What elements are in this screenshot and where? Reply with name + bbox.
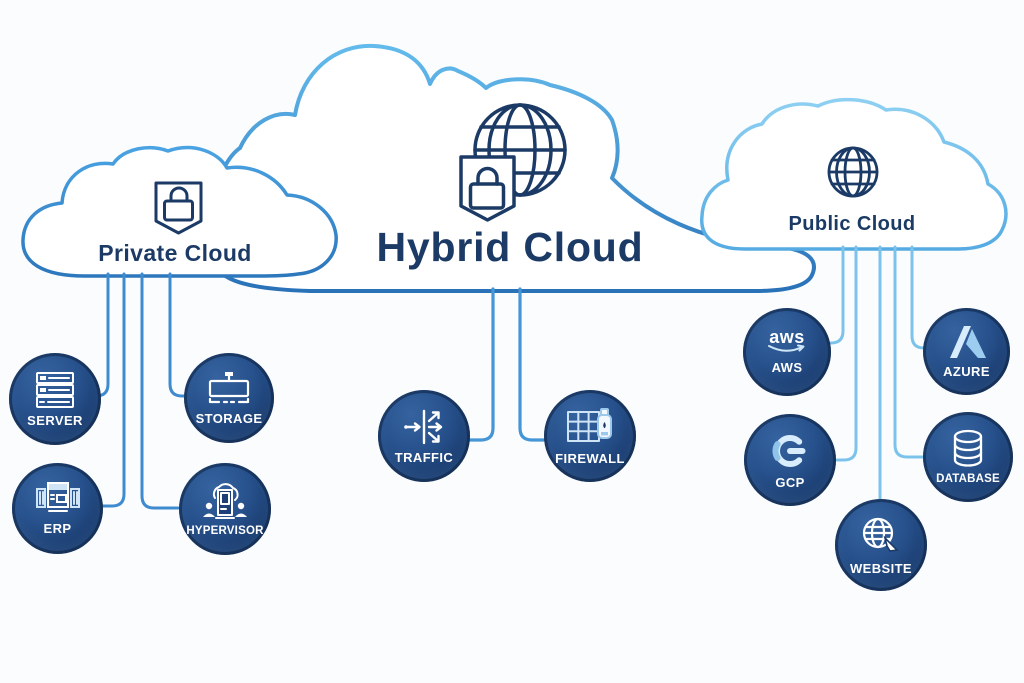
node-database: DATABASE [923,412,1013,502]
hybrid-cloud-connectors [468,287,546,442]
server-icon [36,371,74,408]
node-firewall: FIREWALL [544,390,636,482]
hypervisor-icon [203,483,247,519]
aws-logo-text: aws [769,326,805,347]
node-azure: AZURE [923,308,1010,395]
node-website: WEBSITE [835,499,927,591]
public-cloud-connectors [829,245,926,502]
node-label: HYPERVISOR [186,525,264,537]
node-label: SERVER [27,412,83,428]
erp-icon [35,482,80,512]
public-cloud-shape [700,97,1008,251]
private-cloud-title: Private Cloud [98,240,252,266]
globe-shield-lock-icon [459,103,567,222]
node-label: ERP [43,521,72,536]
node-label: GCP [775,474,805,490]
node-traffic: TRAFFIC [378,390,470,482]
globe-icon [827,146,879,198]
storage-icon [208,371,250,403]
aws-smile-arrow-icon [768,344,805,352]
private-cloud-connectors [95,272,187,510]
node-label: STORAGE [195,410,263,426]
database-icon [953,429,983,467]
node-label: AWS [771,359,803,375]
node-hypervisor: HYPERVISOR [179,463,271,555]
node-label: AZURE [943,364,990,379]
node-aws: aws AWS [743,308,831,396]
shield-lock-icon [154,181,203,235]
website-icon [862,517,899,552]
node-storage: STORAGE [184,353,274,443]
node-gcp: GCP [744,414,836,506]
node-label: TRAFFIC [394,449,454,465]
node-label: WEBSITE [849,560,913,576]
node-label: DATABASE [936,473,1000,485]
firewall-icon [567,407,612,442]
public-cloud-title: Public Cloud [788,213,916,235]
gcp-icon [772,434,806,467]
hybrid-cloud-title: Hybrid Cloud [376,224,644,270]
azure-icon [949,326,986,358]
node-server: SERVER [9,353,101,445]
traffic-icon [404,409,443,444]
node-label: FIREWALL [555,450,625,466]
node-erp: ERP [12,463,103,554]
